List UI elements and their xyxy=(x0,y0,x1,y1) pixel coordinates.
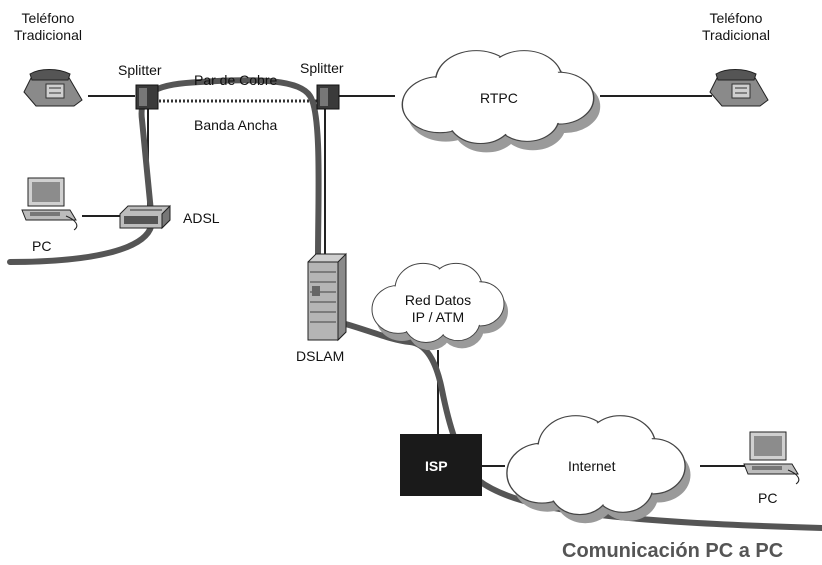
phone-left-label: Teléfono Tradicional xyxy=(2,10,94,44)
copper-pair-label: Par de Cobre xyxy=(194,72,278,88)
splitter-right-icon xyxy=(316,84,340,110)
dslam-icon xyxy=(307,252,347,342)
data-network-label: Red Datos IP / ATM xyxy=(388,292,488,326)
broadband-label: Banda Ancha xyxy=(194,117,278,133)
pc-left-icon xyxy=(21,177,78,231)
pc-right-label: PC xyxy=(758,490,778,506)
telephone-left-icon xyxy=(23,69,83,107)
telephone-right-icon xyxy=(709,69,769,107)
data-network-text: Red Datos IP / ATM xyxy=(404,292,472,325)
thin-links xyxy=(82,95,745,467)
phone-right-text: Teléfono Tradicional xyxy=(702,10,770,43)
pc-path-upper xyxy=(7,77,322,265)
isp-label: ISP xyxy=(425,458,448,474)
diagram-caption: Comunicación PC a PC xyxy=(562,540,784,562)
pc-right-icon xyxy=(743,431,800,485)
phone-right-label: Teléfono Tradicional xyxy=(690,10,782,44)
pc-left-label: PC xyxy=(32,238,52,254)
adsl-label: ADSL xyxy=(183,210,220,226)
phone-left-text: Teléfono Tradicional xyxy=(14,10,82,43)
internet-label: Internet xyxy=(568,458,616,474)
splitter-left-icon xyxy=(135,84,159,110)
isp-box xyxy=(400,434,482,496)
adsl-modem-icon xyxy=(119,204,171,230)
dslam-label: DSLAM xyxy=(296,348,345,364)
splitter-right-label: Splitter xyxy=(300,60,344,76)
splitter-left-label: Splitter xyxy=(118,62,162,78)
pstn-label: RTPC xyxy=(480,90,518,106)
